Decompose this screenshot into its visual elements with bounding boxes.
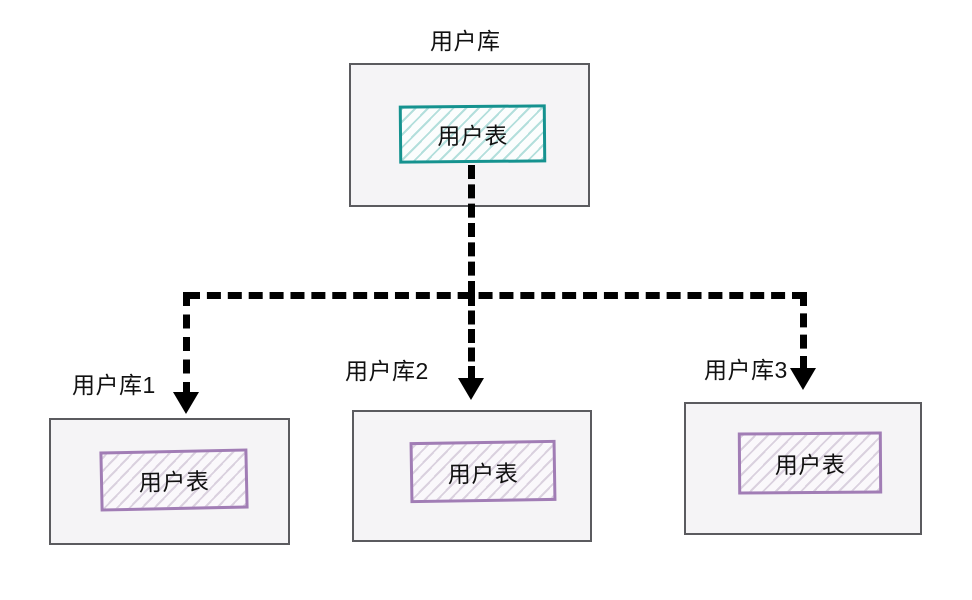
shard-table-box-3: 用户表 [737,431,883,495]
source-db-label: 用户库 [430,28,501,54]
shard-db-label-2: 用户库2 [345,358,429,384]
connector-arrow-2 [458,378,484,400]
source-table-label: 用户表 [437,122,508,150]
shard-db-label-3: 用户库3 [704,357,788,383]
shard-table-label-1: 用户表 [138,468,210,496]
connector-branch-1-vertical [183,292,190,396]
shard-db-label-1: 用户库1 [72,372,156,398]
connector-branch-2-vertical [468,292,475,380]
connector-arrow-3 [790,368,816,390]
shard-table-label-3: 用户表 [774,451,846,479]
connector-trunk-vertical [468,165,475,295]
shard-table-box-2: 用户表 [409,439,557,504]
shard-table-label-2: 用户表 [447,459,519,488]
connector-branch-3-vertical [800,292,807,370]
source-table-box: 用户表 [398,104,547,164]
connector-horizontal-bus [186,292,806,299]
shard-table-box-1: 用户表 [99,448,249,512]
connector-arrow-1 [173,392,199,414]
